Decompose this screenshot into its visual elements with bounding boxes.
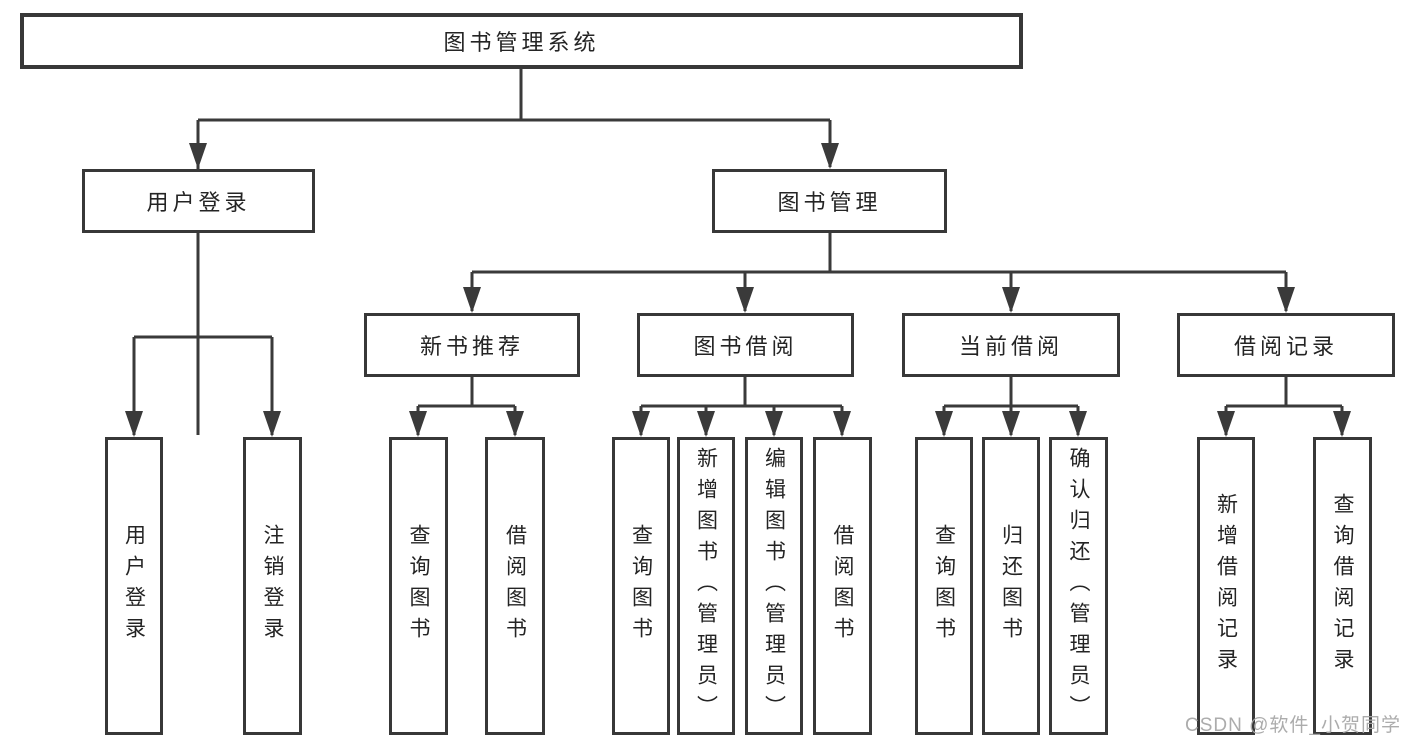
node-new-book-recommend: 新书推荐 xyxy=(364,313,580,377)
edge-book-mgmt-to-level3 xyxy=(470,233,1288,311)
edge-user-login-to-leaves xyxy=(132,233,274,435)
edge-root-to-level2 xyxy=(196,69,832,435)
leaf-new-books-borrow-label: 借阅图书 xyxy=(503,524,527,648)
leaf-return-books-label: 归还图书 xyxy=(999,524,1023,648)
arrowhead xyxy=(1333,411,1351,437)
arrowhead xyxy=(1002,411,1020,437)
arrowhead xyxy=(463,287,481,313)
leaf-edit-books-admin-label: 编辑图书（管理员） xyxy=(762,446,786,726)
leaf-add-books-admin-label: 新增图书（管理员） xyxy=(694,446,718,726)
leaf-return-books: 归还图书 xyxy=(982,437,1040,735)
arrowhead xyxy=(697,411,715,437)
arrowhead xyxy=(1217,411,1235,437)
arrowhead xyxy=(409,411,427,437)
leaf-query-borrow-record: 查询借阅记录 xyxy=(1313,437,1372,735)
leaf-borrow-books: 借阅图书 xyxy=(813,437,872,735)
leaf-edit-books-admin: 编辑图书（管理员） xyxy=(745,437,803,735)
node-user-login: 用户登录 xyxy=(82,169,315,233)
leaf-new-books-query-label: 查询图书 xyxy=(407,524,430,648)
node-borrow-records: 借阅记录 xyxy=(1177,313,1395,377)
arrowhead xyxy=(821,143,839,169)
edge-borrow-records-to-leaves xyxy=(1224,377,1344,435)
arrowhead xyxy=(125,411,143,437)
leaf-new-books-query: 查询图书 xyxy=(389,437,448,735)
arrowhead xyxy=(632,411,650,437)
node-new-book-recommend-label: 新书推荐 xyxy=(419,334,524,359)
node-current-borrow-label: 当前借阅 xyxy=(958,334,1063,359)
arrowhead xyxy=(833,411,851,437)
node-book-borrow: 图书借阅 xyxy=(637,313,854,377)
arrowhead xyxy=(1002,287,1020,313)
leaf-borrow-query-books-label: 查询图书 xyxy=(629,524,653,648)
edge-book-borrow-to-leaves xyxy=(639,377,844,435)
node-root-system: 图书管理系统 xyxy=(20,13,1023,69)
leaf-add-books-admin: 新增图书（管理员） xyxy=(677,437,735,735)
arrowhead xyxy=(736,287,754,313)
node-user-login-label: 用户登录 xyxy=(146,190,251,215)
node-book-management: 图书管理 xyxy=(712,169,947,233)
leaf-user-login: 用户登录 xyxy=(105,437,163,735)
leaf-logout-label: 注销登录 xyxy=(261,524,284,648)
leaf-current-query-books: 查询图书 xyxy=(915,437,973,735)
arrowhead xyxy=(935,411,953,437)
node-borrow-records-label: 借阅记录 xyxy=(1233,334,1338,359)
edge-new-books-to-leaves xyxy=(416,377,517,435)
leaf-add-borrow-record-label: 新增借阅记录 xyxy=(1214,493,1238,679)
leaf-confirm-return-admin: 确认归还（管理员） xyxy=(1049,437,1108,735)
arrowhead xyxy=(506,411,524,437)
leaf-query-borrow-record-label: 查询借阅记录 xyxy=(1331,493,1354,679)
node-book-management-label: 图书管理 xyxy=(777,190,882,215)
arrowhead xyxy=(1069,411,1087,437)
arrowhead xyxy=(263,411,281,437)
arrowhead xyxy=(1277,287,1295,313)
leaf-logout: 注销登录 xyxy=(243,437,302,735)
leaf-add-borrow-record: 新增借阅记录 xyxy=(1197,437,1255,735)
arrowhead xyxy=(189,143,207,169)
leaf-confirm-return-admin-label: 确认归还（管理员） xyxy=(1067,446,1090,726)
leaf-borrow-query-books: 查询图书 xyxy=(612,437,670,735)
arrowhead xyxy=(765,411,783,437)
node-root-label: 图书管理系统 xyxy=(443,30,600,55)
leaf-current-query-books-label: 查询图书 xyxy=(932,524,956,648)
node-book-borrow-label: 图书借阅 xyxy=(693,334,798,359)
leaf-new-books-borrow: 借阅图书 xyxy=(485,437,545,735)
node-current-borrow: 当前借阅 xyxy=(902,313,1120,377)
leaf-borrow-books-label: 借阅图书 xyxy=(831,524,854,648)
leaf-user-login-label: 用户登录 xyxy=(122,524,146,648)
